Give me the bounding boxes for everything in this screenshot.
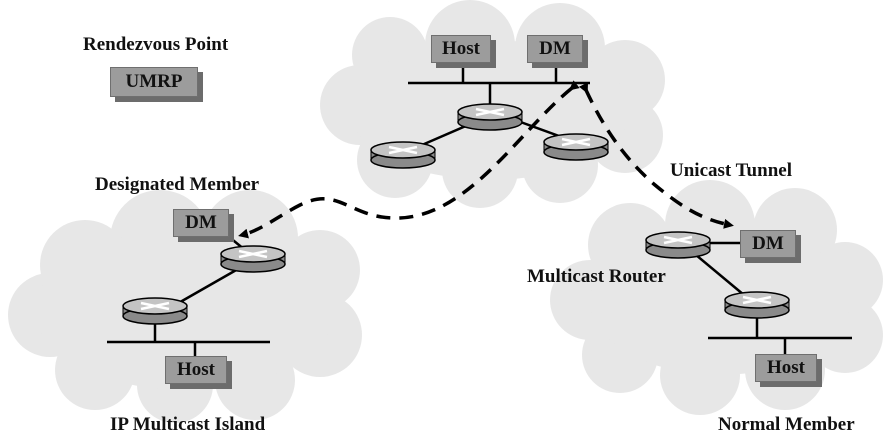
left-host-box: Host [165, 356, 227, 384]
router-top-right [543, 133, 609, 161]
right-router-link [689, 249, 751, 301]
multicast-router-label: Multicast Router [527, 266, 666, 287]
router-right-lower [724, 291, 790, 319]
normal-member-label: Normal Member [718, 414, 855, 435]
right-cloud-network [689, 241, 852, 354]
umrp-box: UMRP [110, 67, 198, 97]
router-top-center [457, 103, 523, 131]
right-dm-box: DM [740, 230, 796, 258]
tunnel-left-to-center [238, 80, 580, 239]
unicast-tunnel-label: Unicast Tunnel [670, 160, 792, 181]
right-cloud [550, 180, 883, 415]
router-left-lower [122, 297, 188, 325]
right-host-box: Host [755, 354, 817, 382]
top-host-box: Host [431, 35, 491, 63]
router-right-upper [645, 231, 711, 259]
ip-multicast-island-label: IP Multicast Island [110, 414, 266, 435]
left-router-link [174, 263, 246, 307]
router-top-left [370, 141, 436, 169]
left-dm-box: DM [173, 209, 229, 237]
router-left-upper [220, 245, 286, 273]
rendezvous-point-label: Rendezvous Point [83, 34, 229, 55]
designated-member-label: Designated Member [95, 174, 260, 195]
top-dm-box: DM [527, 35, 583, 63]
tunnel-center-to-right [578, 82, 734, 229]
